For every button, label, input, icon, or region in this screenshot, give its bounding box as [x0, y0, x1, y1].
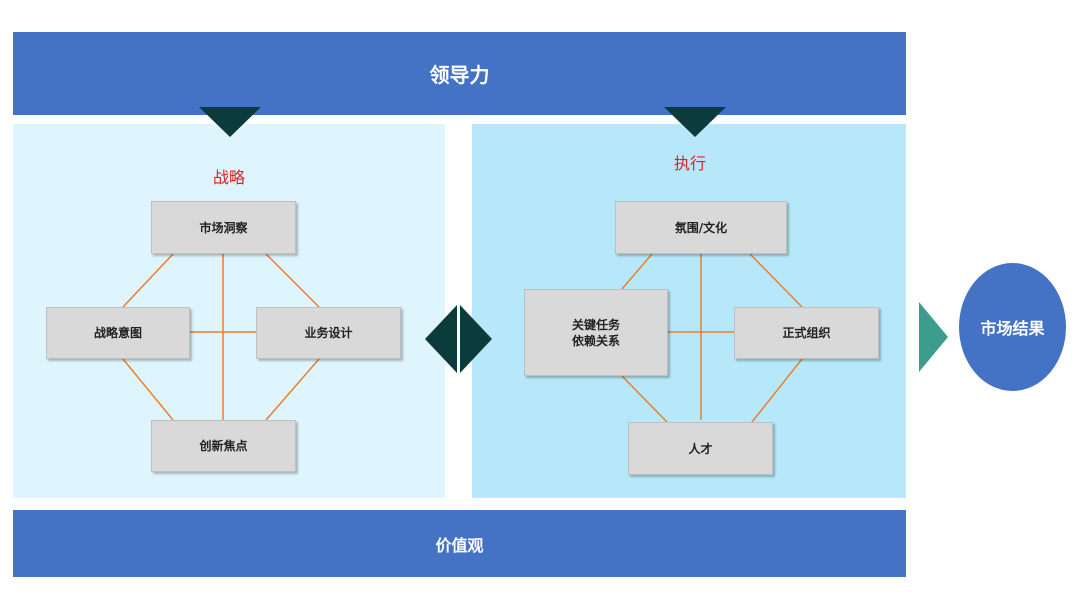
- business-design-box: 业务设计: [256, 307, 401, 359]
- leadership-label: 领导力: [429, 63, 490, 87]
- market-result-circle: 市场结果: [959, 263, 1066, 391]
- talent-label: 人才: [688, 441, 713, 456]
- strategy-connector-top-left: [122, 253, 174, 308]
- strategy-connector-lines: [122, 253, 320, 421]
- talent-box: 人才: [628, 422, 773, 475]
- strategy-down-triangle: [199, 107, 261, 137]
- formal-organization-label: 正式组织: [782, 326, 831, 340]
- market-insight-box: 市场洞察: [151, 201, 296, 254]
- values-label: 价值观: [435, 535, 484, 555]
- link-triangle-right: [460, 305, 492, 373]
- strategy-panel: 战略 市场洞察 战略意图 业务设计 创新焦点: [13, 124, 445, 498]
- climate-culture-box: 氛围/文化: [615, 201, 787, 254]
- market-insight-label: 市场洞察: [199, 220, 248, 235]
- execution-down-triangle: [664, 107, 726, 137]
- execution-connector-bottom-right: [751, 358, 803, 423]
- execution-connector-lines: [621, 253, 803, 423]
- strategy-connector-bottom-left: [122, 358, 174, 421]
- formal-organization-box: 正式组织: [734, 307, 879, 359]
- values-band: 价值观: [13, 510, 906, 577]
- critical-tasks-label-line1: 关键任务: [571, 317, 620, 332]
- strategy-connector-bottom-right: [265, 358, 320, 421]
- execution-title: 执行: [673, 154, 707, 173]
- execution-connector-top-right: [749, 253, 803, 308]
- link-triangle-left: [425, 305, 457, 373]
- critical-tasks-label-line2: 依赖关系: [571, 333, 620, 348]
- execution-connector-top-left: [621, 253, 653, 290]
- execution-connector-bottom-left: [621, 375, 668, 423]
- market-result-label: 市场结果: [980, 319, 1045, 338]
- result-arrow-icon: [919, 302, 948, 372]
- innovation-focus-label: 创新焦点: [199, 439, 248, 453]
- business-design-label: 业务设计: [304, 326, 353, 340]
- leadership-band: 领导力: [13, 32, 906, 115]
- strategic-intent-box: 战略意图: [46, 307, 190, 359]
- critical-tasks-box: 关键任务 依赖关系: [524, 289, 668, 376]
- innovation-focus-box: 创新焦点: [151, 420, 296, 472]
- climate-culture-label: 氛围/文化: [674, 220, 728, 235]
- strategic-intent-label: 战略意图: [93, 326, 142, 340]
- strategy-connector-top-right: [265, 253, 320, 308]
- strategy-title: 战略: [212, 168, 246, 187]
- execution-panel: 执行 氛围/文化 关键任务 依赖关系 正式组织 人才: [472, 124, 906, 498]
